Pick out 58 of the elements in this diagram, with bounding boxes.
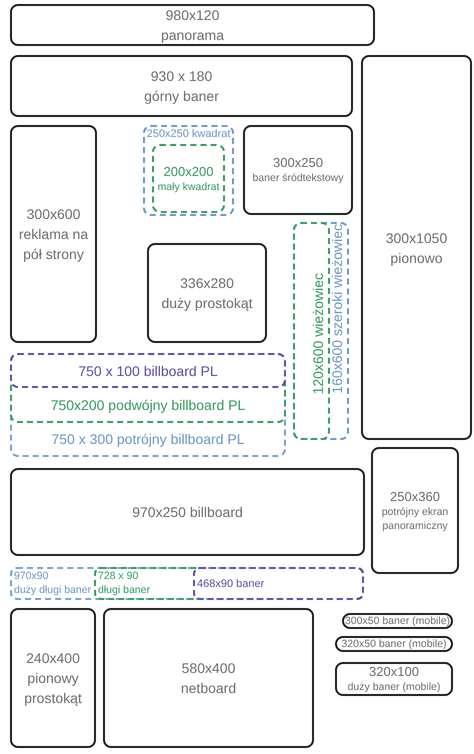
size-label: 970x250 billboard bbox=[132, 503, 243, 522]
format-name: baner śródtekstowy bbox=[252, 171, 344, 185]
format-name: długi baner bbox=[98, 583, 150, 597]
ad-size-box bbox=[243, 125, 353, 215]
size-label: 320x100 bbox=[369, 664, 419, 680]
size-label: 300x50 baner (mobile) bbox=[344, 614, 450, 628]
size-label: 300x250 bbox=[273, 155, 323, 171]
ad-size-outline bbox=[10, 567, 364, 600]
ad-size-outline bbox=[10, 353, 286, 457]
format-name: panorama bbox=[160, 26, 224, 45]
size-label: 250x250 kwadrat bbox=[146, 127, 230, 141]
format-name: pionowo bbox=[390, 248, 443, 268]
size-label: 750 x 300 potrójny billboard PL bbox=[51, 430, 245, 449]
ad-size-box bbox=[10, 468, 365, 556]
size-label: 750x200 podwójny billboard PL bbox=[50, 396, 246, 415]
format-name: mały kwadrat bbox=[158, 180, 220, 194]
ad-size-box bbox=[361, 55, 472, 440]
size-label: 160x600 szeroki wieżowiec bbox=[328, 224, 346, 394]
format-name: potrójny ekran panoramiczny bbox=[380, 504, 450, 532]
format-name: pionowy prostokąt bbox=[23, 669, 83, 708]
size-label: 120x600 wieżowiec bbox=[309, 272, 327, 394]
format-name: górny baner bbox=[144, 87, 219, 106]
size-label: 728 x 90 bbox=[98, 569, 138, 583]
ad-size-box bbox=[10, 608, 96, 748]
ad-size-box bbox=[10, 4, 375, 46]
size-label: 970x90 bbox=[14, 569, 48, 583]
ad-size-outline bbox=[10, 353, 286, 388]
ad-size-box bbox=[10, 125, 97, 343]
size-label: 250x360 bbox=[390, 488, 440, 504]
ad-size-outline bbox=[143, 125, 234, 216]
size-label: 980x120 bbox=[166, 6, 220, 25]
ad-size-box bbox=[371, 447, 459, 574]
size-label: 580x400 bbox=[182, 659, 236, 678]
size-label: 468x90 baner bbox=[197, 576, 264, 590]
size-label: 300x600 bbox=[26, 205, 80, 224]
ad-size-box bbox=[335, 662, 453, 696]
size-label: 240x400 bbox=[26, 649, 80, 668]
size-label: 930 x 180 bbox=[150, 67, 212, 86]
ad-size-outline bbox=[293, 222, 330, 440]
ad-size-outline bbox=[193, 567, 364, 600]
ad-size-outline bbox=[152, 144, 225, 213]
size-label: 336x280 bbox=[180, 274, 234, 293]
size-label: 300x1050 bbox=[386, 228, 448, 248]
size-label: 320x50 baner (mobile) bbox=[341, 637, 447, 651]
ad-size-box bbox=[147, 243, 267, 343]
ad-size-box bbox=[335, 636, 453, 652]
ad-size-outline bbox=[293, 222, 349, 440]
format-name: duży długi baner bbox=[14, 583, 92, 597]
size-label: 750 x 100 billboard PL bbox=[78, 362, 218, 380]
format-name: duży baner (mobile) bbox=[348, 680, 440, 694]
format-name: netboard bbox=[180, 679, 236, 698]
ad-size-outline bbox=[10, 353, 286, 423]
ad-size-outline bbox=[94, 567, 364, 600]
ad-size-box bbox=[103, 608, 314, 748]
size-label: 200x200 bbox=[164, 164, 214, 180]
format-name: reklama na pół strony bbox=[18, 225, 90, 264]
format-name: duży prostokąt bbox=[161, 294, 253, 313]
ad-size-box bbox=[10, 55, 353, 117]
